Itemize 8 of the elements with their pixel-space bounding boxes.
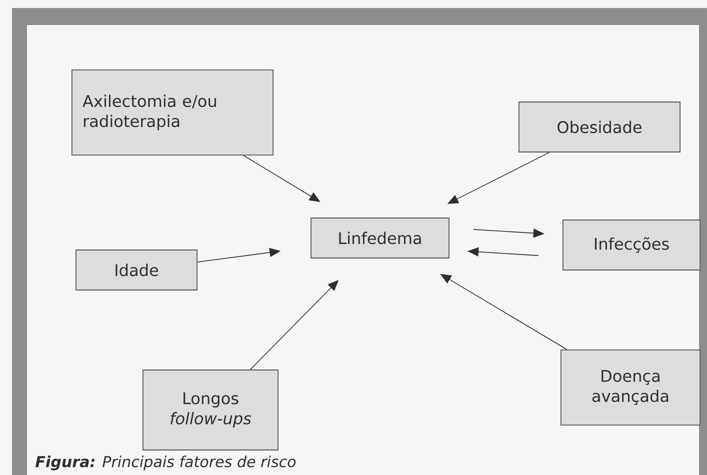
factor-box: Infecções xyxy=(562,220,701,270)
factor-box: Idade xyxy=(75,250,198,290)
factor-box: Axilectomia e/ou radioterapia xyxy=(72,69,274,156)
figure-caption: Figura: Principais fatores de risco xyxy=(36,456,296,470)
factor-box: Obesidade xyxy=(518,102,681,152)
factor-box: Longos follow-ups xyxy=(142,370,279,450)
factor-box: Doença avançada xyxy=(560,349,701,426)
factor-box: Linfedema xyxy=(310,218,450,258)
